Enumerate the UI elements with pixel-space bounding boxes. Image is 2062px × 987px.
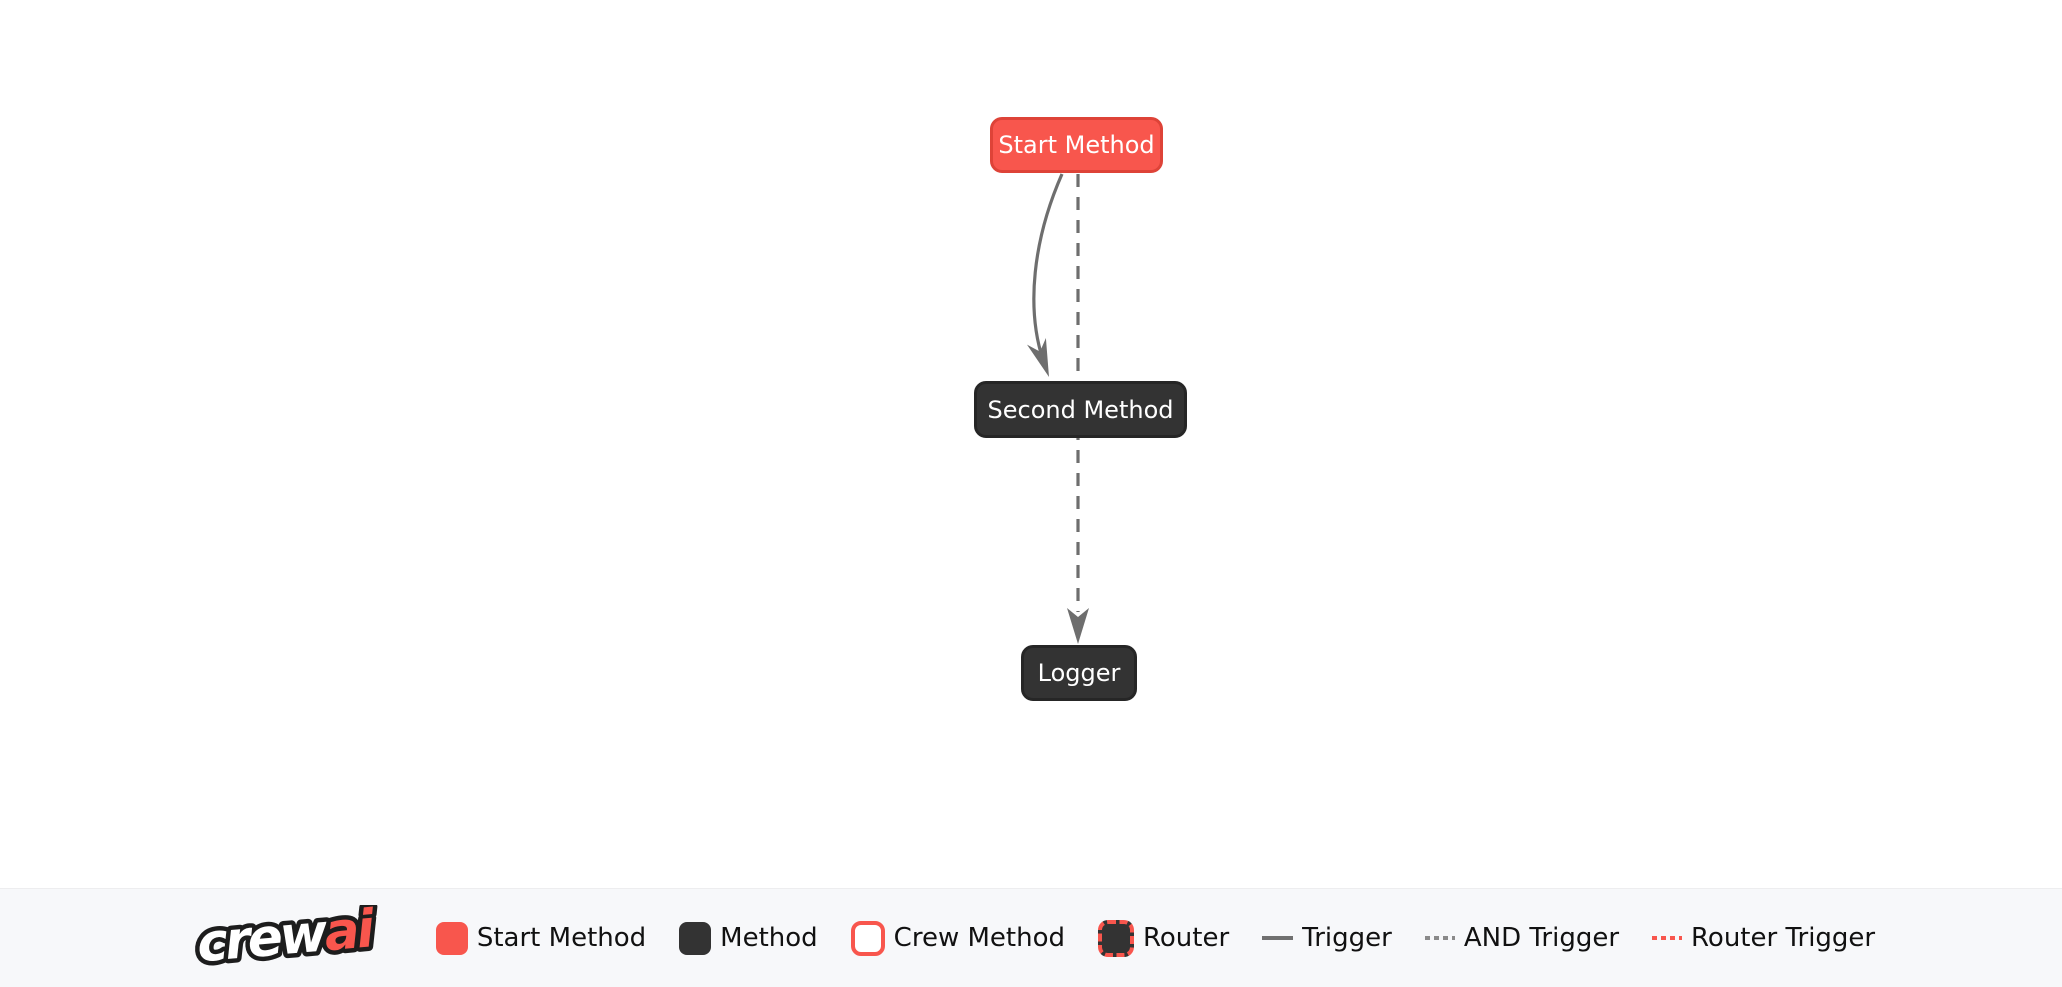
node-second-method[interactable]: Second Method <box>974 381 1187 438</box>
legend-label: Trigger <box>1302 923 1392 953</box>
trigger-arrowhead <box>1027 338 1049 377</box>
svg-text:crewai: crewai <box>194 905 377 971</box>
legend-item-and-trigger: AND Trigger <box>1424 923 1620 953</box>
legend-label: Start Method <box>476 923 647 953</box>
crew-method-swatch <box>850 920 885 956</box>
node-label: Second Method <box>987 395 1174 424</box>
legend-item-router: Router <box>1097 919 1230 957</box>
router-trigger-line-swatch <box>1652 936 1683 940</box>
flow-canvas[interactable]: Start Method Second Method Logger <box>0 0 2062 888</box>
legend-bar: crewai crewai Start Method Method Crew M… <box>0 888 2062 987</box>
trigger-edge <box>1032 173 1064 361</box>
node-logger[interactable]: Logger <box>1021 645 1137 701</box>
legend-label: Crew Method <box>893 923 1065 953</box>
legend-label: Router <box>1142 923 1230 953</box>
node-label: Start Method <box>998 131 1155 159</box>
trigger-line-swatch <box>1262 936 1294 940</box>
legend-item-crew-method: Crew Method <box>850 920 1065 956</box>
node-start-method[interactable]: Start Method <box>990 117 1163 173</box>
crewai-logo: crewai crewai <box>187 905 388 971</box>
node-label: Logger <box>1037 659 1121 687</box>
legend-label: Router Trigger <box>1691 923 1876 953</box>
start-method-swatch <box>435 921 468 955</box>
legend-item-method: Method <box>679 921 818 955</box>
legend-label: AND Trigger <box>1463 923 1620 953</box>
and-trigger-line-swatch <box>1424 936 1455 940</box>
method-swatch <box>679 921 712 955</box>
legend-label: Method <box>720 923 818 953</box>
legend-item-start-method: Start Method <box>435 921 647 955</box>
legend-item-router-trigger: Router Trigger <box>1652 923 1875 953</box>
legend-item-trigger: Trigger <box>1262 923 1392 953</box>
and-trigger-arrowhead <box>1067 608 1089 644</box>
router-swatch <box>1097 919 1134 957</box>
legend: Start Method Method Crew Method Router T… <box>435 919 1875 957</box>
